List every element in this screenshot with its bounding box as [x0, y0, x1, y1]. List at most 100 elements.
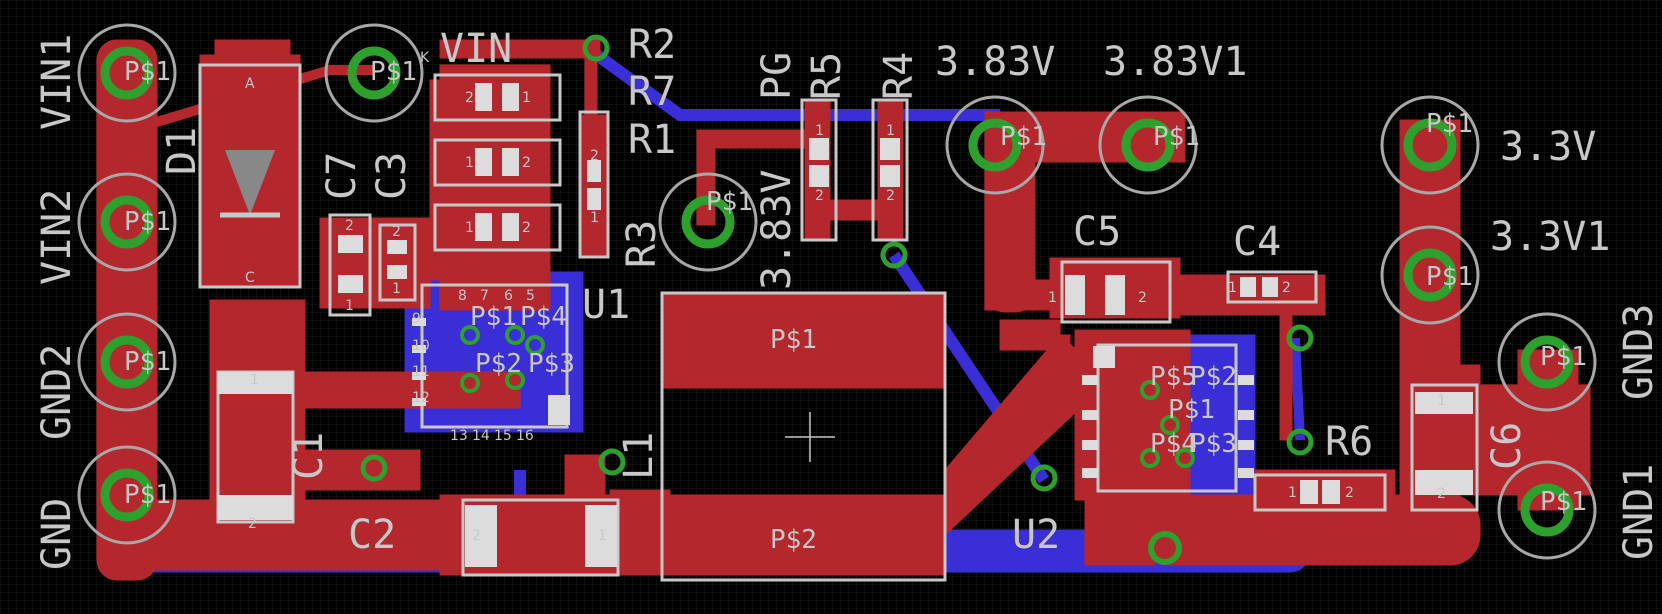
- pad-label-3.83v1: P$1: [1153, 122, 1200, 152]
- label-gnd1: GND1: [1616, 464, 1662, 560]
- vias: [100, 34, 1574, 565]
- label-3.3v1: 3.3V1: [1490, 214, 1610, 260]
- label-3.3v: 3.3V: [1500, 124, 1596, 170]
- pin-r4-2: 2: [886, 188, 895, 204]
- u1-pin-number: 8: [458, 288, 467, 304]
- pad-label-vin1: P$1: [124, 57, 171, 87]
- label-3.83v: 3.83V: [935, 39, 1055, 85]
- pin-r3-2: 2: [590, 148, 599, 164]
- u1-pin-number: 7: [480, 288, 489, 304]
- th-pad-3.83v: [968, 118, 1022, 172]
- label-vin2: VIN2: [34, 189, 80, 285]
- pad-label-vin: P$1: [370, 57, 417, 87]
- th-pad-gnd: [100, 468, 154, 522]
- th-pad-vin: [347, 46, 401, 100]
- label-c7: C7: [319, 152, 365, 200]
- u1-pin-number: 5: [526, 288, 535, 304]
- label-vin: VIN: [440, 26, 512, 72]
- u1-pin-number: 10: [412, 338, 430, 354]
- silkscreen-labels: VIN1 VIN2 GND2 GND D1 C7 C3 VIN R2 R7 R1…: [34, 22, 1662, 570]
- u1-pin-number: 14: [472, 428, 490, 444]
- pad-label-gnd2: P$1: [124, 347, 171, 377]
- pin-c5-2: 2: [1138, 290, 1147, 306]
- pad-label-u1-p3: P$3: [528, 349, 575, 379]
- pin-c3-2: 2: [392, 224, 401, 240]
- pin-r1-1: 1: [465, 220, 474, 236]
- pad-label-gnd3: P$1: [1540, 342, 1587, 372]
- d1-outline: [198, 63, 302, 289]
- pad-label-3.83v: P$1: [1000, 122, 1047, 152]
- th-pad-gnd1: [1520, 483, 1574, 537]
- pin-c4-1: 1: [1228, 280, 1237, 296]
- pin-r7-2: 2: [522, 155, 531, 171]
- pad-label-3.3v1: P$1: [1426, 262, 1473, 292]
- th-pad-vin1: [100, 46, 154, 100]
- label-c3: C3: [369, 152, 415, 200]
- label-vin1: VIN1: [34, 34, 80, 130]
- through-hole-rings: [77, 23, 1597, 560]
- label-l1: L1: [616, 432, 662, 480]
- label-c1: C1: [286, 432, 332, 480]
- pad-label-u2-p5: P$5: [1150, 362, 1197, 392]
- pin-c7-2: 2: [345, 218, 354, 234]
- pad-label-vin2: P$1: [124, 207, 171, 237]
- pin-c4-2: 2: [1282, 280, 1291, 296]
- label-r4: R4: [876, 52, 922, 100]
- pin-c6-2: 2: [1437, 486, 1446, 502]
- label-r5: R5: [804, 52, 850, 100]
- pad-label-3.3v: P$1: [1426, 109, 1473, 139]
- pin-r2-2: 2: [465, 90, 474, 106]
- label-3.83v1: 3.83V1: [1103, 39, 1248, 85]
- pin-labels: 2 1 1 2 1 2 2 1 A C K 1 2 2 1 1 2 1 2 1 …: [245, 50, 1446, 544]
- pad-label-gnd: P$1: [124, 480, 171, 510]
- u1-pin-number: 13: [450, 428, 468, 444]
- pin-r2-1: 1: [522, 90, 531, 106]
- pin-vin-k: K: [420, 50, 430, 66]
- th-pad-vin2: [100, 195, 154, 249]
- pad-label-3.83v-rot: P$1: [706, 187, 753, 217]
- u1-pin-number: 6: [504, 288, 513, 304]
- pad-label-l1-p1: P$1: [770, 325, 817, 355]
- pin-r7-1: 1: [465, 155, 474, 171]
- label-r1: R1: [628, 117, 676, 163]
- label-r3: R3: [619, 220, 665, 268]
- th-pad-gnd2: [100, 335, 154, 389]
- label-u2: U2: [1012, 512, 1060, 558]
- pin-d1-c: C: [245, 270, 255, 286]
- label-c6: C6: [1484, 422, 1530, 470]
- label-c4: C4: [1233, 219, 1281, 265]
- label-u1: U1: [582, 282, 630, 328]
- pad-label-u2-p1: P$1: [1168, 395, 1215, 425]
- th-pad-3.83v1: [1121, 118, 1175, 172]
- pin-r3-1: 1: [590, 210, 599, 226]
- pin-r5-1: 1: [815, 123, 824, 139]
- u1-pin-number: 12: [412, 390, 430, 406]
- pin-c3-1: 1: [392, 281, 401, 297]
- pin-c5-1: 1: [1048, 290, 1057, 306]
- th-pad-3.3v: [1403, 118, 1457, 172]
- pin-r4-1: 1: [886, 123, 895, 139]
- pin-c2-1: 1: [598, 528, 607, 544]
- pad-label-l1-p2: P$2: [770, 525, 817, 555]
- l1-outline: [660, 291, 947, 582]
- th-pad-3.3v1: [1403, 248, 1457, 302]
- pad-label-u1-p1: P$1: [470, 302, 517, 332]
- pin-r6-2: 2: [1345, 485, 1354, 501]
- pad-labels: P$1 P$1 P$1 P$1 P$1 P$1 P$1 P$1 P$1 P$1 …: [124, 57, 1587, 555]
- label-r7: R7: [628, 69, 676, 115]
- d1-diode-symbol: [225, 150, 275, 215]
- label-r6: R6: [1325, 419, 1373, 465]
- label-gnd2: GND2: [34, 344, 80, 440]
- pad-label-u1-p2: P$2: [475, 349, 522, 379]
- label-3.83v-rotated: 3.83V: [754, 170, 800, 290]
- u1-pin-number: 9: [412, 311, 421, 327]
- pad-label-u2-p3: P$3: [1190, 429, 1237, 459]
- pin-c1-1: 1: [250, 372, 259, 388]
- th-pad-gnd3: [1520, 335, 1574, 389]
- label-r2: R2: [628, 22, 676, 68]
- label-pg: PG: [754, 52, 800, 100]
- pad-label-gnd1: P$1: [1540, 487, 1587, 517]
- label-c2: C2: [348, 512, 396, 558]
